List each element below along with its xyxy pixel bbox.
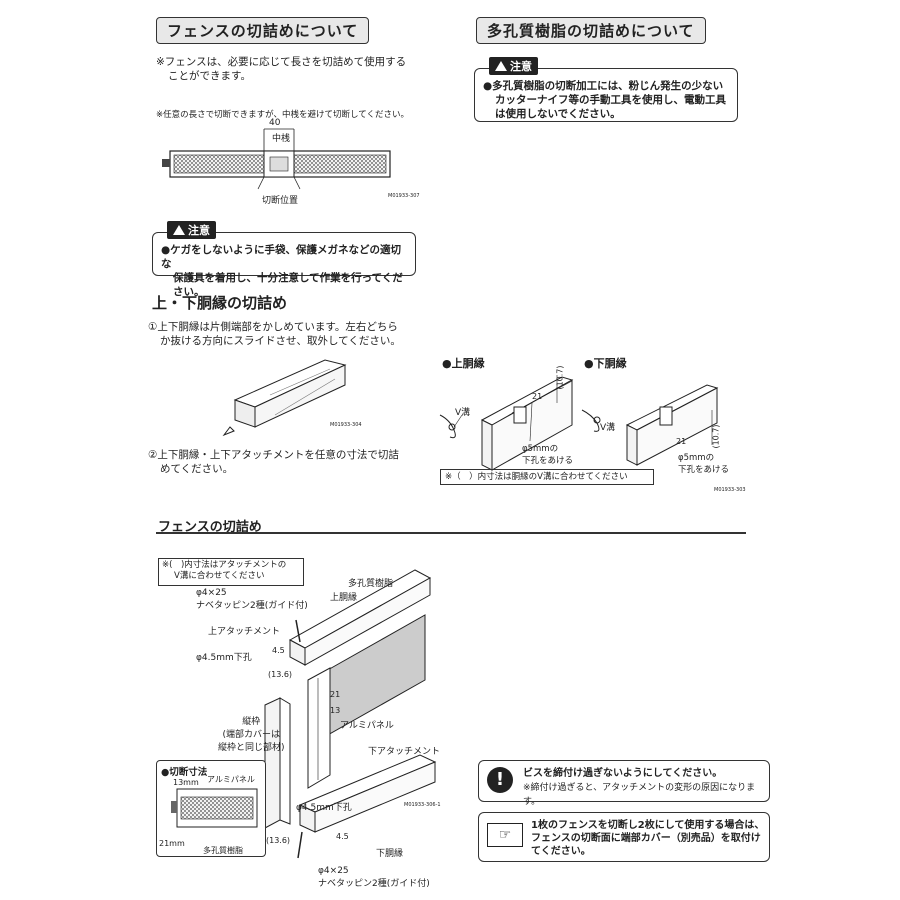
caution2-line2: カッターナイフ等の手動工具を使用し、電動工具 (495, 94, 726, 106)
exclamation-icon: ! (487, 767, 513, 793)
pointing-hand-icon: ☞ (487, 823, 523, 847)
hole-upper: φ5mmの 下孔をあける (522, 442, 573, 466)
caution-box-gloves: 注意 ●ケガをしないように手袋、保護メガネなどの適切な 保護具を着用し、十分注意… (152, 221, 416, 298)
caution-line1: ●ケガをしないように手袋、保護メガネなどの適切な (161, 244, 401, 270)
pin-bottom: φ4×25 ナベタッピン2種(ガイド付) (318, 866, 430, 889)
dim-40: 40 (269, 118, 281, 128)
info-screw-line2: ※締付け過ぎると、アタッチメントの変形の原因になります。 (523, 783, 756, 807)
label-lower-rail: 下胴縁 (376, 849, 404, 859)
fence-cut-note: ※フェンスは、必要に応じて長さを切詰めて使用する ことができます。 (156, 55, 406, 83)
cut-section-diagram (171, 788, 258, 828)
fence-note-box: ※( )内寸法はアタッチメントの V溝に合わせてください (158, 558, 304, 586)
dim-21-lower: 21 (676, 437, 687, 446)
hole-lower-line2: 下孔をあける (678, 465, 730, 475)
info-box-screw: ! ビスを締付け過ぎないようにしてください。 ※締付け過ぎると、アタッチメントの… (478, 760, 770, 807)
label-hole-bottom: φ4.5mm下孔 (296, 803, 352, 813)
caution-line2: 保護具を着用し、十分注意して作業を行ってください。 (173, 272, 403, 298)
dim-107-upper: (10.7) (555, 365, 565, 390)
section-rule (156, 532, 746, 534)
info-box-endcover: ☞ 1枚のフェンスを切断し2枚にして使用する場合は、 フェンスの切断面に端部カバ… (478, 812, 770, 862)
label-upper-attach: 上アタッチメント (208, 627, 281, 637)
rail-note-box: ※（ ）内寸法は胴縁のV溝に合わせてください (440, 469, 654, 485)
fence-cut-title: フェンスの切詰めについて (156, 17, 370, 44)
dim-136-bottom: (13.6) (266, 836, 291, 845)
rail-code2: M01933-303 (714, 487, 746, 493)
rail-code1: M01933-304 (330, 422, 362, 428)
fence-cut-note-line1: ※フェンスは、必要に応じて長さを切詰めて使用する (156, 56, 407, 68)
hole-upper-line2: 下孔をあける (522, 456, 574, 466)
cut-dim-porous: 多孔質樹脂 (203, 846, 243, 855)
fence-note-line1: ※( )内寸法はアタッチメントの (162, 560, 287, 570)
hole-lower: φ5mmの 下孔をあける (678, 451, 729, 475)
dim-45-bottom: 4.5 (336, 832, 349, 841)
label-cut-position: 切断位置 (262, 196, 299, 206)
lower-rail-label: ●下胴縁 (584, 357, 627, 370)
pin-top-line2: ナベタッピン2種(ガイド付) (196, 601, 308, 611)
info-endcover-line3: てください。 (531, 846, 591, 857)
warning-icon (495, 61, 507, 71)
fence-panel-diagram (162, 128, 391, 190)
fence-cut-heading: フェンスの切詰め (158, 520, 262, 535)
fence-cut-note-line2: ことができます。 (168, 70, 251, 82)
rail-step2-line1: ②上下胴縁・上下アタッチメントを任意の寸法で切詰 (148, 449, 399, 461)
caution-box-porous: 注意 ●多孔質樹脂の切断加工には、粉じん発生の少ない カッターナイフ等の手動工具… (474, 57, 738, 122)
pin-top: φ4×25 ナベタッピン2種(ガイド付) (196, 588, 308, 611)
rail-slide-diagram (222, 359, 347, 437)
info-endcover-line1: 1枚のフェンスを切断し2枚にして使用する場合は、 (531, 820, 765, 831)
info-endcover-text: 1枚のフェンスを切断し2枚にして使用する場合は、 フェンスの切断面に端部カバー（… (531, 819, 764, 858)
warning-icon (173, 225, 185, 235)
cut-dim-title: ●切断寸法 (161, 767, 208, 778)
caution-tag-2: 注意 (489, 57, 538, 75)
rail-profile-diagram (439, 375, 719, 471)
caution-tag: 注意 (167, 221, 216, 239)
label-center-bar: 中桟 (272, 134, 291, 144)
dim-107-lower: (10.7) (711, 424, 721, 449)
cut-dimension-box: ●切断寸法 13mm アルミパネル 21mm 多孔質樹脂 (156, 760, 266, 857)
diagram-code: M01933-307 (388, 193, 420, 199)
label-frame: 縦枠 (端部カバーは 縦枠と同じ部材) (218, 714, 285, 753)
info-endcover-line2: フェンスの切断面に端部カバー（別売品）を取付け (531, 833, 761, 844)
info-screw-line1: ビスを締付け過ぎないようにしてください。 (523, 768, 723, 779)
cut-dim-21: 21mm (159, 839, 185, 848)
fence-cut-note2: ※任意の長さで切断できますが、中桟を避けて切断してください。 (156, 110, 409, 120)
label-frame-line3: 縦枠と同じ部材) (218, 743, 285, 753)
label-hole-top: φ4.5mm下孔 (196, 653, 252, 663)
cut-dim-13: 13mm (173, 778, 199, 787)
pin-top-line1: φ4×25 (196, 588, 227, 598)
dim-21-fence: 21 (330, 690, 341, 699)
upper-rail-label: ●上胴縁 (442, 357, 485, 370)
label-porous: 多孔質樹脂 (348, 579, 394, 589)
info-screw-text: ビスを締付け過ぎないようにしてください。 ※締付け過ぎると、アタッチメントの変形… (523, 767, 769, 809)
caution2-line1: ●多孔質樹脂の切断加工には、粉じん発生の少ない (483, 80, 724, 92)
caution2-line3: は使用しないでください。 (495, 108, 621, 120)
label-alum-panel: アルミパネル (340, 721, 394, 731)
hole-upper-line1: φ5mmの (522, 444, 559, 454)
v-groove-upper: V溝 (455, 408, 471, 418)
v-groove-lower: V溝 (600, 423, 616, 433)
pin-bottom-line2: ナベタッピン2種(ガイド付) (318, 879, 430, 889)
label-frame-line2: (端部カバーは (222, 730, 281, 740)
dim-45-top: 4.5 (272, 646, 285, 655)
label-frame-line1: 縦枠 (242, 717, 261, 727)
fence-note-line2: V溝に合わせてください (174, 571, 265, 581)
cut-dim-alum: アルミパネル (207, 775, 255, 784)
rail-cut-heading: 上・下胴縁の切詰め (152, 294, 288, 312)
dim-136-top: (13.6) (268, 670, 293, 679)
porous-resin-title: 多孔質樹脂の切詰めについて (476, 17, 706, 44)
fence-code: M01933-306-1 (404, 802, 441, 808)
dim-13-fence: 13 (330, 706, 341, 715)
hole-lower-line1: φ5mmの (678, 453, 715, 463)
rail-step1-line2: か抜ける方向にスライドさせ、取外してください。 (160, 335, 401, 347)
rail-step1-line1: ①上下胴縁は片側端部をかしめています。左右どちら (148, 321, 398, 333)
label-lower-attach: 下アタッチメント (368, 747, 441, 757)
rail-step1: ①上下胴縁は片側端部をかしめています。左右どちら か抜ける方向にスライドさせ、取… (148, 320, 401, 348)
pin-bottom-line1: φ4×25 (318, 866, 349, 876)
rail-step2-line2: めてください。 (160, 463, 234, 475)
fence-assembly-diagram (264, 569, 437, 859)
rail-step2: ②上下胴縁・上下アタッチメントを任意の寸法で切詰 めてください。 (148, 448, 399, 476)
dim-21-upper: 21 (532, 392, 543, 401)
label-upper-rail: 上胴縁 (330, 593, 358, 603)
